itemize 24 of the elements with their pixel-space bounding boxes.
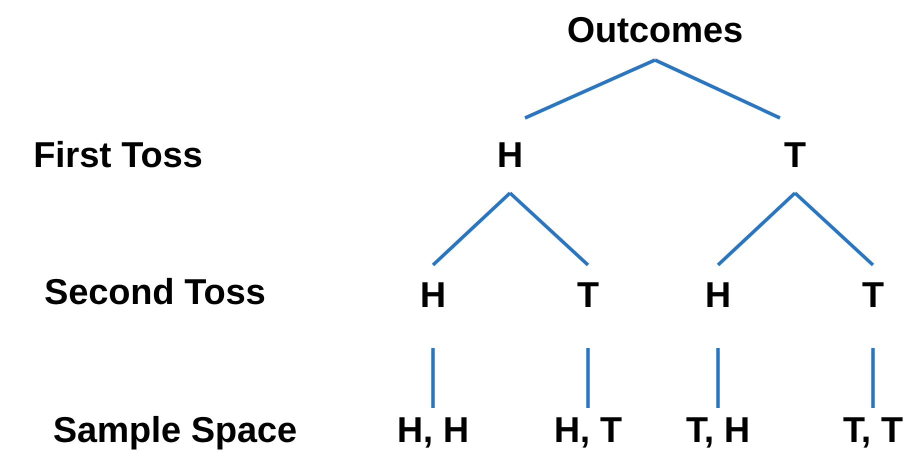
connector-line: [431, 348, 435, 408]
connector-line: [508, 192, 590, 266]
connector-line: [654, 58, 781, 120]
node-label: T: [577, 275, 599, 315]
row-label: First Toss: [33, 135, 203, 175]
connector-line: [794, 192, 874, 266]
node-label: H: [705, 275, 731, 315]
connector-line: [586, 348, 590, 408]
row-label: Second Toss: [44, 272, 266, 312]
node-label: T: [862, 275, 884, 315]
node-label: H: [420, 275, 446, 315]
connector-line: [716, 192, 796, 266]
connector-line: [432, 192, 512, 266]
connector-line: [524, 58, 656, 120]
node-label: H, H: [397, 410, 469, 450]
connector-line: [716, 348, 720, 408]
node-label: Outcomes: [566, 10, 744, 50]
node-label: T, H: [686, 410, 750, 450]
node-label: T: [784, 135, 806, 175]
connector-line: [871, 348, 875, 408]
node-label: T, T: [843, 410, 903, 450]
row-label: Sample Space: [52, 410, 298, 450]
node-label: H, T: [554, 410, 622, 450]
node-label: H: [497, 135, 523, 175]
